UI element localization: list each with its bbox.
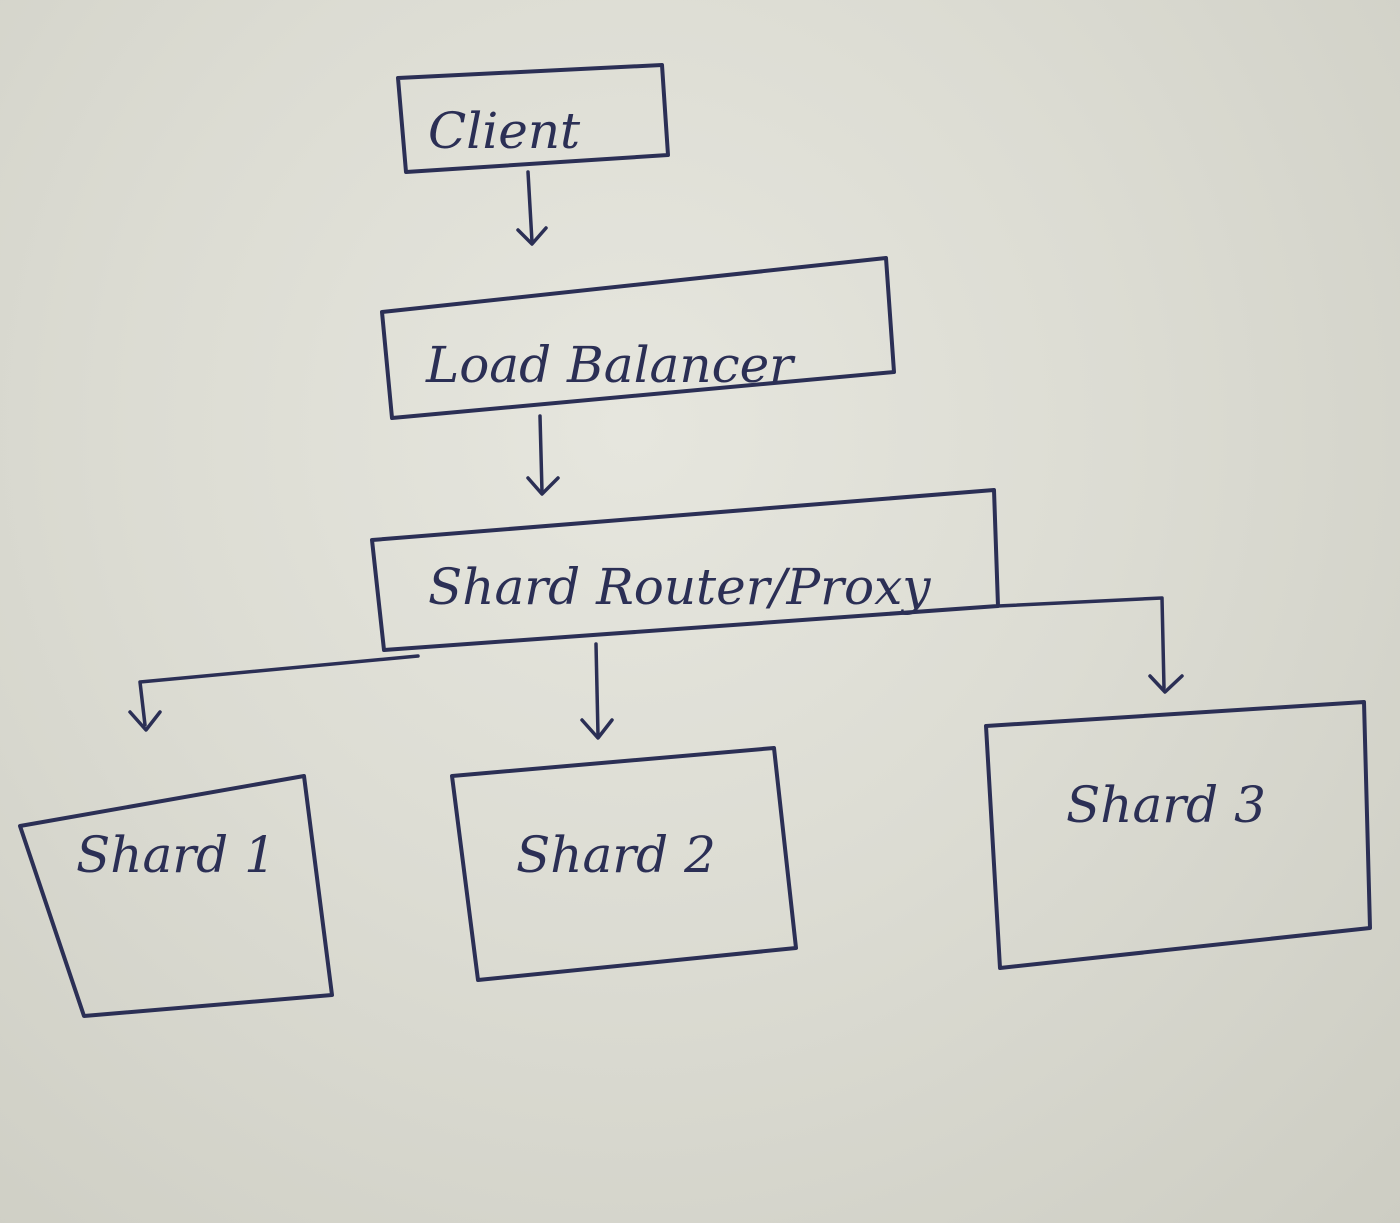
edge-router-shard3-arrowhead (1148, 674, 1184, 694)
node-router-label: Shard Router/Proxy (428, 558, 931, 616)
node-load-balancer-box (380, 256, 896, 420)
edge-router-shard1-line (138, 654, 420, 727)
edge-router-shard2-arrowhead (580, 718, 614, 740)
node-shard2-box (450, 746, 798, 982)
node-shard2: Shard 2 (450, 746, 798, 982)
edge-client-to-load-balancer (516, 170, 548, 246)
node-shard3-label: Shard 3 (1066, 776, 1266, 834)
node-client-label: Client (428, 102, 581, 160)
edge-load-balancer-to-router (526, 414, 560, 496)
node-shard1-box (18, 774, 334, 1018)
node-shard3: Shard 3 (984, 700, 1372, 970)
edge-router-to-shard1 (128, 654, 420, 732)
node-shard3-box (984, 700, 1372, 970)
node-client: Client (396, 63, 670, 174)
node-shard1-label: Shard 1 (76, 826, 276, 884)
edge-load-balancer-router-arrowhead (526, 476, 560, 496)
edge-router-shard1-arrowhead (128, 710, 162, 732)
edge-router-to-shard2 (580, 642, 614, 740)
edge-load-balancer-router-line (538, 414, 544, 494)
node-shard2-label: Shard 2 (516, 826, 716, 884)
edge-router-to-shard3 (996, 596, 1184, 694)
node-client-box (396, 63, 670, 174)
node-shard1: Shard 1 (18, 774, 334, 1018)
edge-client-load-balancer-arrowhead (516, 226, 548, 246)
edge-router-shard2-line (594, 642, 600, 737)
node-router: Shard Router/Proxy (370, 488, 1000, 652)
node-load-balancer: Load Balancer (380, 256, 896, 420)
node-load-balancer-label: Load Balancer (425, 336, 796, 394)
edge-router-shard3-line (996, 596, 1166, 690)
edge-client-load-balancer-line (526, 170, 534, 244)
